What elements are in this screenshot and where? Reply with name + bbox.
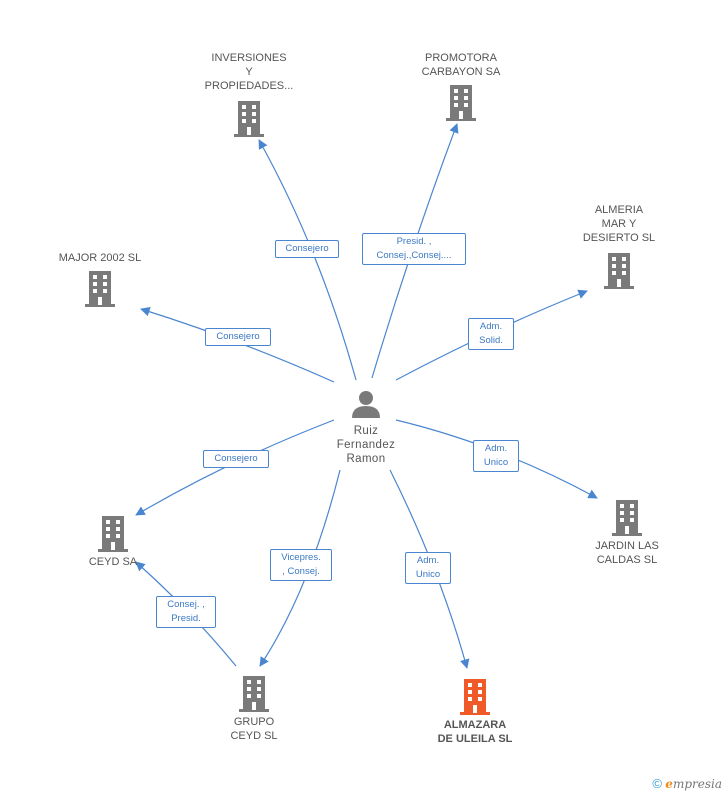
relation-label-almeria[interactable]: Adm. Solid. xyxy=(468,318,514,350)
company-promotora[interactable]: PROMOTORA CARBAYON SA xyxy=(401,51,521,121)
company-name: GRUPO CEYD SL xyxy=(230,716,278,742)
company-name: PROMOTORA CARBAYON SA xyxy=(421,52,501,78)
company-name: ALMERIA MAR Y DESIERTO SL xyxy=(582,204,656,244)
empresia-watermark: © empresia xyxy=(652,776,722,791)
relation-label-jardin[interactable]: Adm. Unico xyxy=(473,440,519,472)
building-icon xyxy=(612,500,642,536)
company-name: MAJOR 2002 SL xyxy=(58,252,142,264)
company-inversiones[interactable]: INVERSIONES Y PROPIEDADES... xyxy=(189,51,309,137)
company-almeria[interactable]: ALMERIA MAR Y DESIERTO SL xyxy=(559,203,679,289)
edge-inversiones xyxy=(258,139,357,381)
relation-label-major[interactable]: Consejero xyxy=(205,328,271,346)
empresia-logo: empresia xyxy=(665,777,722,791)
person-name: Ruiz Fernandez Ramon xyxy=(336,425,396,465)
relation-label-ceyd[interactable]: Consejero xyxy=(203,450,269,468)
building-icon xyxy=(460,679,490,715)
relation-label-promotora[interactable]: Presid. , Consej.,Consej.... xyxy=(362,233,466,265)
copyright-symbol: © xyxy=(652,776,662,791)
building-icon xyxy=(239,676,269,712)
building-icon xyxy=(98,516,128,552)
building-icon xyxy=(604,253,634,289)
company-almazara[interactable]: ALMAZARA DE ULEILA SL xyxy=(415,679,535,746)
building-icon xyxy=(446,85,476,121)
company-name: INVERSIONES Y PROPIEDADES... xyxy=(204,52,294,92)
relation-label-grupo[interactable]: Vicepres. , Consej. xyxy=(270,549,332,581)
person-node[interactable]: Ruiz Fernandez Ramon xyxy=(306,390,426,466)
company-major[interactable]: MAJOR 2002 SL xyxy=(40,251,160,307)
building-icon xyxy=(234,101,264,137)
company-ceyd[interactable]: CEYD SA xyxy=(53,516,173,569)
relation-label-almazara[interactable]: Adm. Unico xyxy=(405,552,451,584)
company-name: ALMAZARA DE ULEILA SL xyxy=(437,719,513,745)
relation-label-inversiones[interactable]: Consejero xyxy=(275,240,339,258)
relation-label-grupo-ceyd[interactable]: Consej. , Presid. xyxy=(156,596,216,628)
company-jardin[interactable]: JARDIN LAS CALDAS SL xyxy=(567,500,687,567)
person-icon xyxy=(352,391,380,418)
company-grupo[interactable]: GRUPO CEYD SL xyxy=(194,676,314,743)
building-icon xyxy=(85,271,115,307)
company-name: CEYD SA xyxy=(88,556,138,568)
company-name: JARDIN LAS CALDAS SL xyxy=(595,540,659,566)
